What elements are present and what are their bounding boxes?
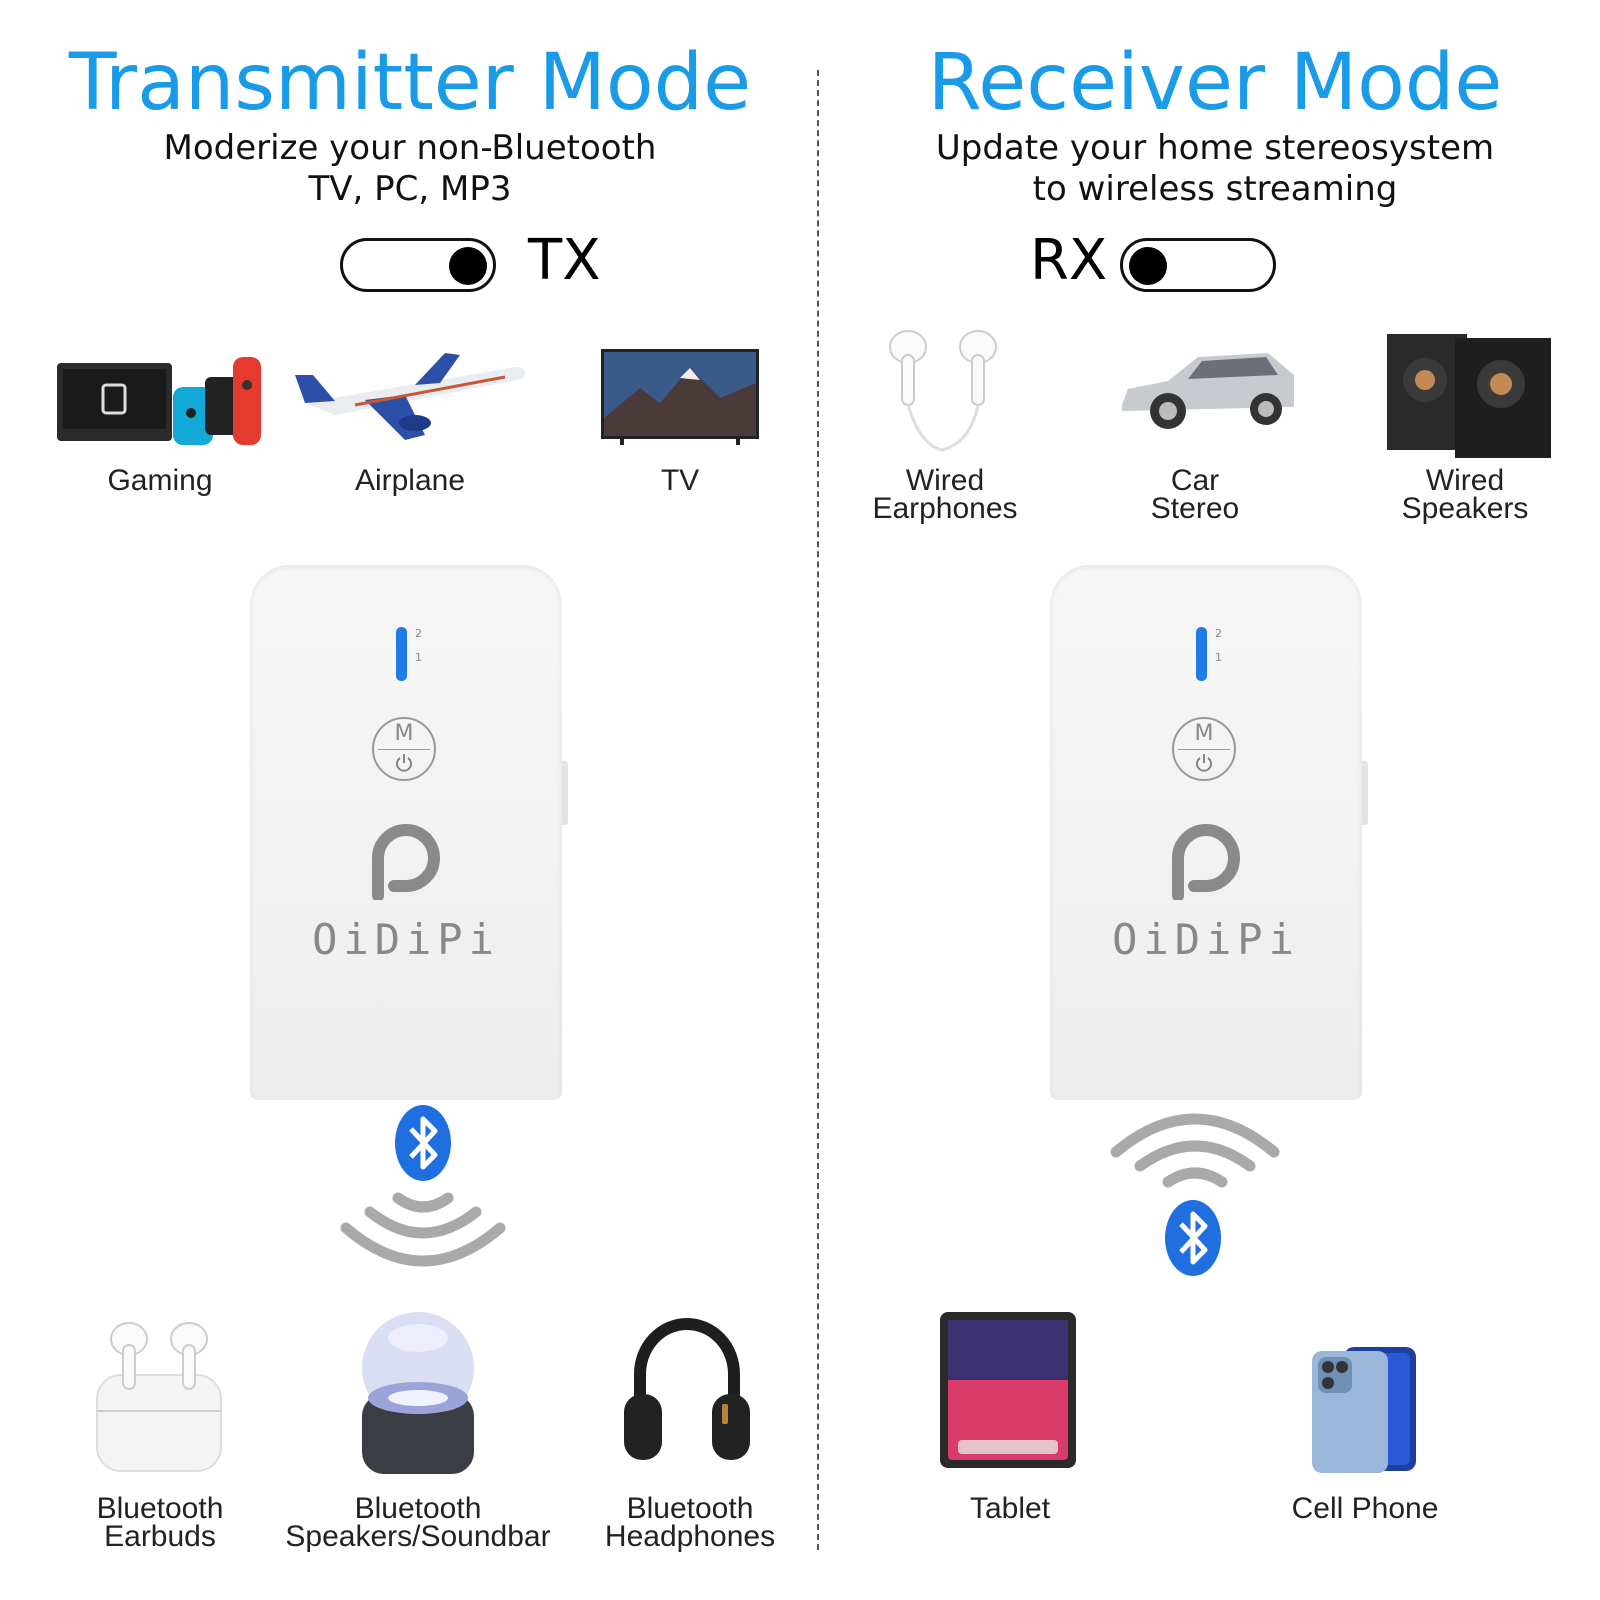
rx-switch-knob [1129, 247, 1167, 285]
transmitter-subtitle-1: Moderize your non-Bluetooth [163, 128, 657, 168]
tv-icon [601, 349, 759, 445]
svg-text:1: 1 [415, 651, 422, 664]
svg-text:2: 2 [1215, 627, 1222, 640]
tablet-label: Tablet [969, 1492, 1051, 1525]
brand-name: OiDiPi [1112, 915, 1300, 964]
mode-power-button[interactable]: M [372, 717, 436, 781]
button-divider [378, 749, 430, 750]
earphones-label-1: Wired [905, 464, 985, 497]
rx-switch[interactable] [1120, 238, 1276, 292]
mode-button-label: M [394, 721, 414, 746]
signal-waves-icon [1110, 1113, 1280, 1188]
bluetooth-icon [1165, 1200, 1221, 1276]
phone-icon [1312, 1347, 1416, 1473]
power-icon [396, 754, 412, 772]
led-indicator-icon: 2 1 [1196, 627, 1222, 681]
earphones-icon [889, 330, 997, 452]
airplane-label: Airplane [354, 464, 466, 497]
mode-divider [817, 70, 819, 1550]
bluetooth-icon [395, 1105, 451, 1181]
svg-text:2: 2 [415, 627, 422, 640]
tx-switch-knob [449, 247, 487, 285]
mode-button-label: M [1194, 721, 1214, 746]
speakers-icon [1387, 334, 1551, 458]
speaker-icon [362, 1312, 474, 1474]
brand-name: OiDiPi [312, 915, 500, 964]
car-label-1: Car [1170, 464, 1220, 497]
car-label-2: Stereo [1150, 492, 1240, 525]
rx-label: RX [1030, 228, 1108, 293]
earbuds-label-1: Bluetooth [96, 1492, 224, 1525]
led-indicator-icon: 2 1 [396, 627, 422, 681]
car-icon [1122, 353, 1294, 429]
tx-label: TX [528, 228, 601, 293]
device-side-switch [562, 761, 568, 825]
brand-logo-icon [372, 824, 440, 900]
receiver-device: 2 1 M OiDiPi [1050, 565, 1368, 1100]
speaker-label-2: Speakers/Soundbar [285, 1520, 551, 1553]
tv-label: TV [660, 464, 700, 497]
speakers-label-1: Wired [1425, 464, 1505, 497]
headphones-label-1: Bluetooth [626, 1492, 754, 1525]
earbuds-label-2: Earbuds [104, 1520, 216, 1553]
brand-logo-icon [1172, 824, 1240, 900]
power-icon [1196, 754, 1212, 772]
svg-text:1: 1 [1215, 651, 1222, 664]
device-side-switch [1362, 761, 1368, 825]
transmitter-title: Transmitter Mode [68, 38, 752, 128]
signal-waves-icon [340, 1192, 506, 1267]
speaker-label-1: Bluetooth [354, 1492, 482, 1525]
mode-power-button[interactable]: M [1172, 717, 1236, 781]
airplane-icon [295, 353, 525, 440]
speakers-label-2: Speakers [1401, 492, 1529, 525]
transmitter-subtitle-2: TV, PC, MP3 [308, 169, 512, 209]
headphones-icon [624, 1318, 750, 1460]
transmitter-device: 2 1 M OiDiPi [250, 565, 568, 1100]
button-divider [1178, 749, 1230, 750]
phone-label: Cell Phone [1291, 1492, 1439, 1525]
receiver-subtitle-1: Update your home stereosystem [935, 128, 1495, 168]
gaming-label: Gaming [107, 464, 213, 497]
headphones-label-2: Headphones [604, 1520, 776, 1553]
receiver-title: Receiver Mode [927, 38, 1503, 128]
earbuds-icon [96, 1322, 222, 1472]
tx-switch[interactable] [340, 238, 496, 292]
game-console-icon [57, 357, 261, 445]
tablet-icon [940, 1312, 1076, 1468]
receiver-subtitle-2: to wireless streaming [1032, 169, 1398, 209]
earphones-label-2: Earphones [872, 492, 1018, 525]
